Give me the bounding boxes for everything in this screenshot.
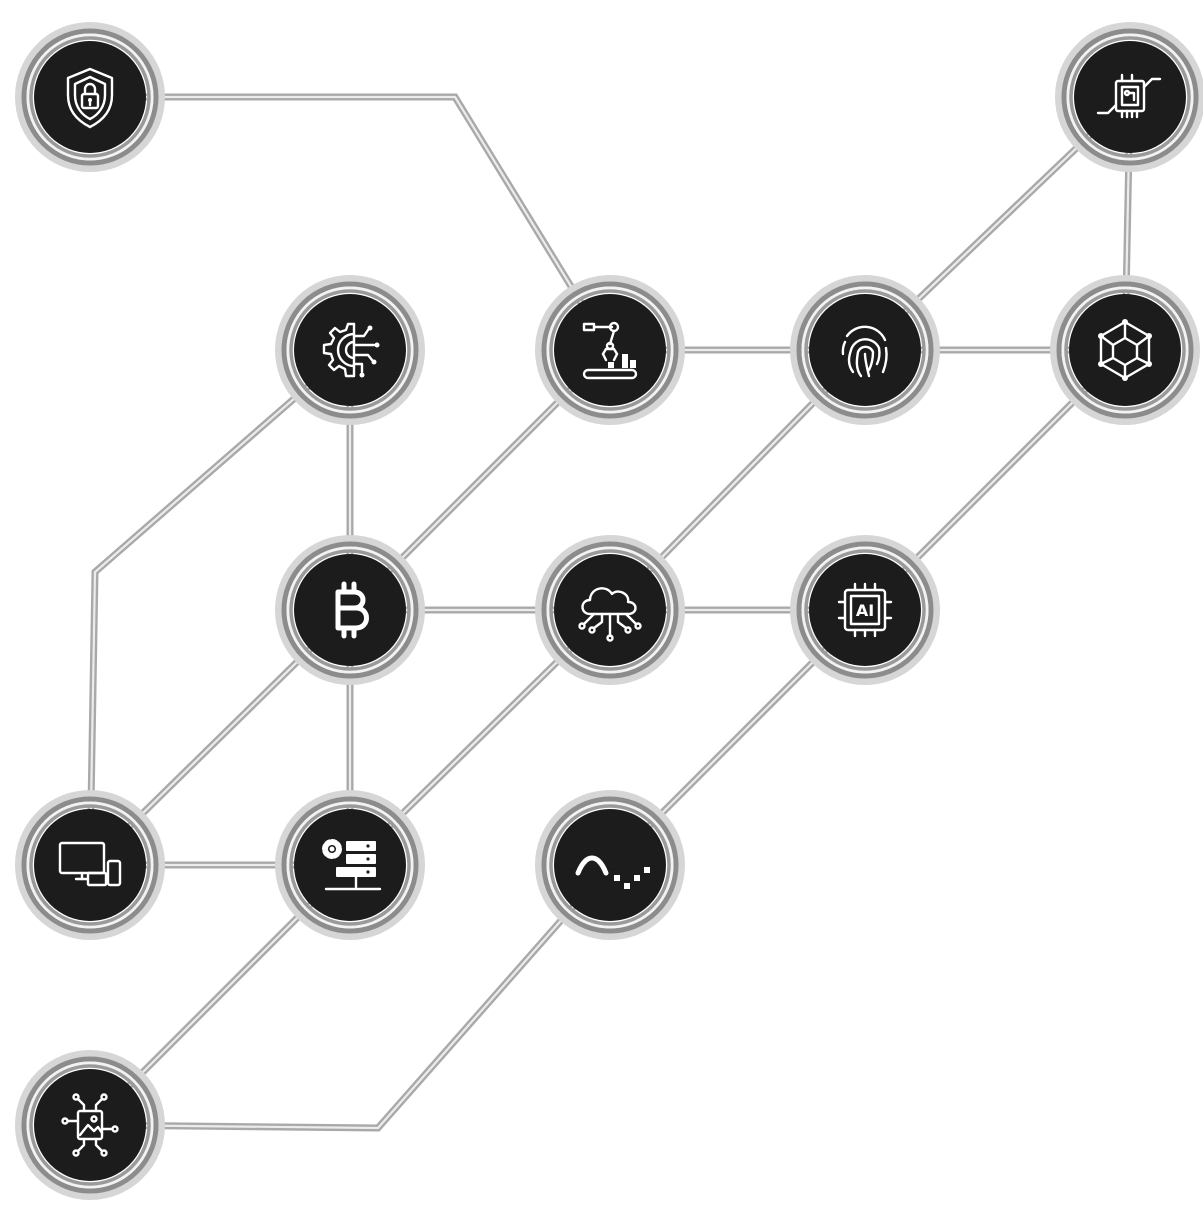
ai-chip-icon: AI: [837, 582, 893, 638]
robotic-arm-icon: [582, 321, 638, 380]
gear-circuit-icon: [322, 322, 380, 378]
cloud-network-icon: [578, 587, 642, 642]
fingerprint-icon: [841, 325, 888, 378]
node-security[interactable]: [20, 27, 160, 167]
node-cube[interactable]: [1055, 280, 1195, 420]
shield-lock-icon: [66, 67, 114, 129]
ai-chip-label: AI: [856, 601, 874, 620]
node-fingerprint[interactable]: [795, 280, 935, 420]
signal-wave-icon: [575, 855, 650, 889]
node-wave[interactable]: [540, 795, 680, 935]
node-devices[interactable]: [20, 795, 160, 935]
node-gear-brain[interactable]: [280, 280, 420, 420]
node-ai-chip[interactable]: AI: [795, 540, 935, 680]
bitcoin-icon: [335, 581, 369, 639]
connector-wave-image-circuit: [88, 863, 612, 1130]
node-bitcoin[interactable]: [280, 540, 420, 680]
node-cloud[interactable]: [540, 540, 680, 680]
server-gear-icon: [322, 839, 382, 891]
connector-gear-brain-devices: [88, 348, 352, 867]
network-cube-icon: [1098, 319, 1152, 381]
node-robot-arm[interactable]: [540, 280, 680, 420]
node-image-circuit[interactable]: [20, 1055, 160, 1195]
image-circuit-icon: [61, 1093, 119, 1157]
connector-security-robot-arm: [88, 95, 612, 352]
processor-chip-icon: [1096, 73, 1162, 119]
devices-icon: [58, 841, 122, 887]
node-chip-top[interactable]: [1060, 27, 1200, 167]
node-server[interactable]: [280, 795, 420, 935]
